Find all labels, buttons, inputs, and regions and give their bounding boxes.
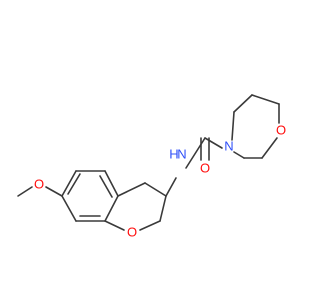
bond-ar-6	[61, 195, 77, 222]
bond-ar-1	[61, 170, 77, 197]
atom-label-layer: O O H N O N O	[34, 123, 286, 240]
bond-layer	[17, 94, 280, 231]
bond-ar-4	[104, 195, 119, 222]
bond-o-aryl	[45, 186, 63, 197]
bond-n-c1	[231, 111, 235, 141]
bond-o1-c8a	[104, 220, 125, 231]
bond-n-carbonyl-c	[185, 137, 206, 169]
atom-carbonyl-oxygen: O	[200, 161, 210, 176]
atom-azepane-nitrogen: N	[224, 139, 233, 154]
bond-c3-c2	[159, 195, 167, 222]
bond-c1-c2	[233, 94, 253, 113]
bond-c-azepane-n	[204, 137, 223, 149]
atom-methoxy-oxygen: O	[34, 177, 44, 192]
bond-ar-3	[104, 170, 119, 197]
bond-c3-n	[165, 177, 177, 197]
atom-oxazepane-oxygen: O	[276, 123, 286, 138]
bond-c4a-c4	[117, 182, 146, 197]
bond-c5-n	[233, 151, 245, 159]
atom-ring-oxygen: O	[127, 225, 137, 240]
atom-amide-nitrogen: N	[177, 147, 186, 162]
bond-c2-c3	[251, 94, 280, 105]
atom-amide-hydrogen: H	[169, 147, 178, 162]
bond-c4-c3	[144, 182, 167, 197]
bond-c2-o1	[139, 220, 161, 231]
bond-methyl-o	[17, 186, 33, 197]
bond-o-c4	[261, 137, 278, 159]
molecule-structure-diagram: O O H N O N O	[17, 94, 286, 240]
bond-ar-3-double	[99, 175, 113, 198]
bond-ar-1-double	[67, 173, 81, 195]
